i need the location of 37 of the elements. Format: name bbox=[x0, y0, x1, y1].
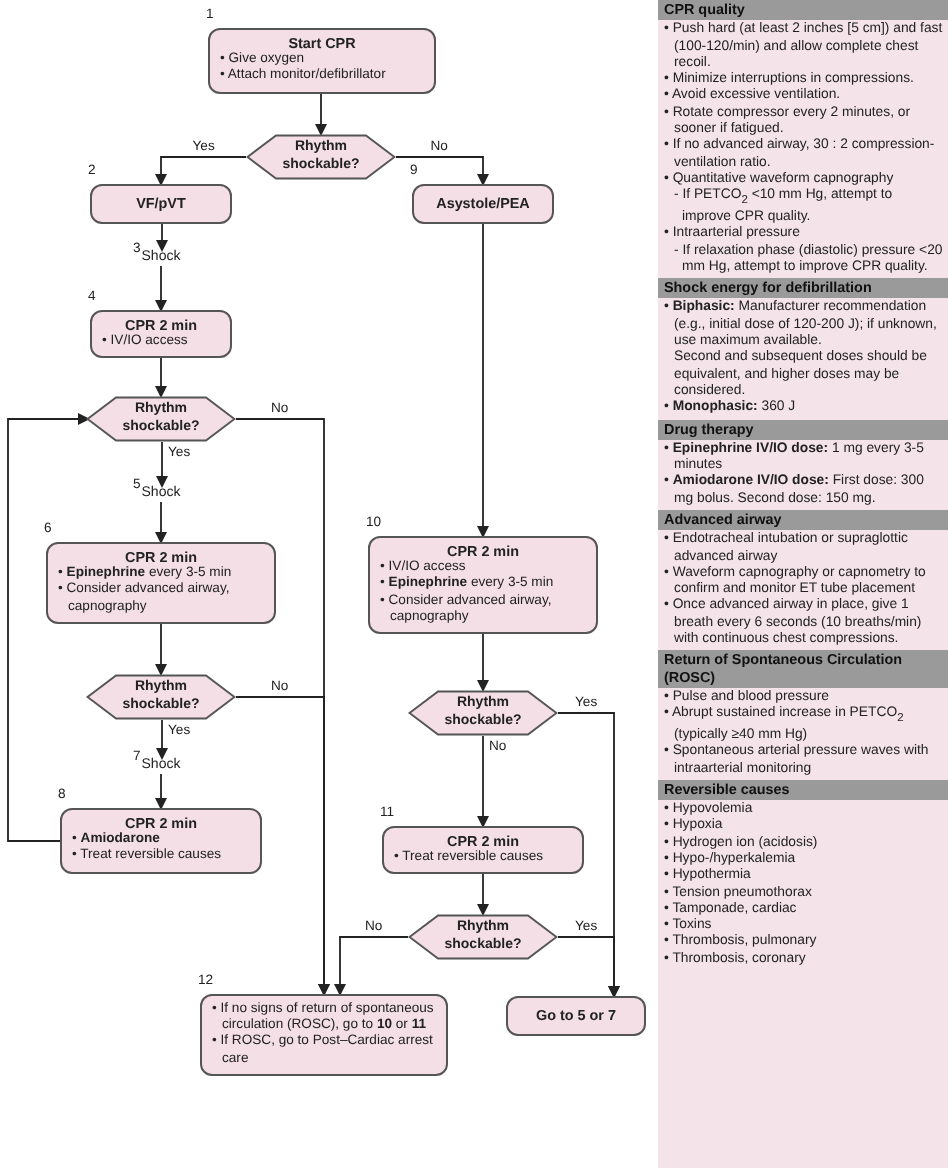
arrow bbox=[395, 156, 489, 186]
arrow bbox=[7, 413, 90, 842]
process-box bbox=[46, 542, 276, 624]
arrow bbox=[477, 223, 489, 538]
arrow bbox=[334, 936, 409, 996]
decision-hexagon bbox=[86, 674, 236, 720]
decision-hexagon bbox=[246, 134, 396, 180]
info-panel-section bbox=[658, 419, 948, 510]
decision-hexagon bbox=[408, 690, 558, 736]
arrow bbox=[235, 696, 330, 996]
arrow bbox=[155, 501, 167, 544]
arrow bbox=[557, 936, 620, 998]
arrow bbox=[477, 873, 489, 916]
arrow bbox=[156, 223, 168, 252]
process-box bbox=[382, 826, 584, 875]
arrow bbox=[155, 773, 167, 810]
process-box bbox=[90, 310, 232, 359]
arrow bbox=[477, 735, 489, 828]
arrow bbox=[155, 357, 167, 398]
info-panel-section bbox=[658, 278, 948, 419]
process-box bbox=[208, 28, 436, 94]
decision-hexagon bbox=[86, 396, 236, 442]
arrow bbox=[155, 156, 247, 186]
info-panel-section bbox=[658, 650, 948, 780]
arrow bbox=[155, 265, 167, 312]
arrow bbox=[155, 623, 167, 676]
info-panel-section bbox=[658, 509, 948, 651]
info-panel-section bbox=[658, 779, 948, 971]
process-box bbox=[368, 536, 598, 635]
arrow bbox=[477, 633, 489, 692]
process-box bbox=[200, 994, 448, 1076]
decision-hexagon bbox=[408, 914, 558, 960]
arrow bbox=[315, 93, 327, 136]
arrow bbox=[156, 441, 168, 488]
arrow bbox=[156, 719, 168, 760]
process-box bbox=[60, 808, 262, 874]
info-panel-section bbox=[658, 0, 948, 279]
